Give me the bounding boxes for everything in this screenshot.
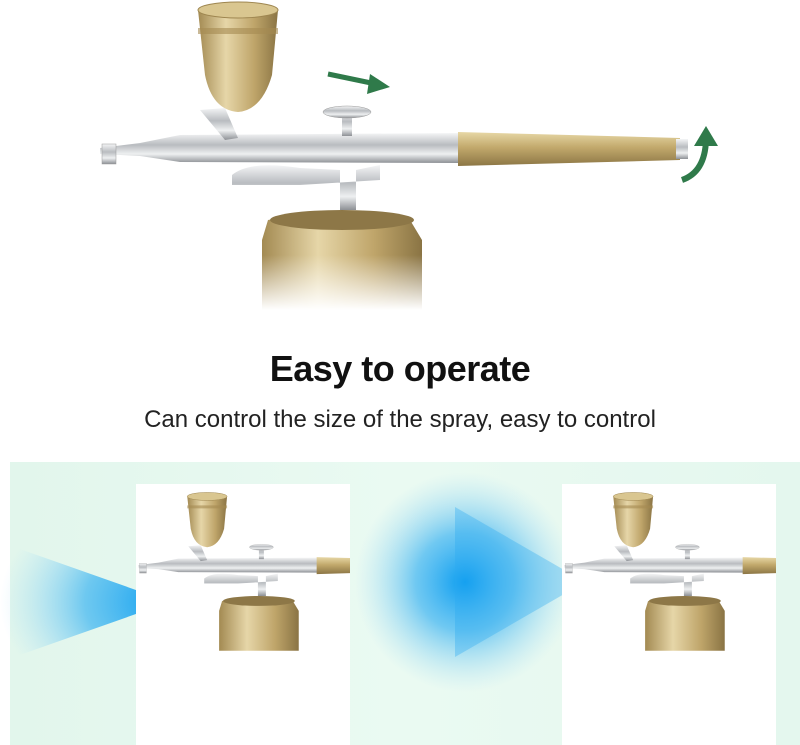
large-spray-cloud (355, 472, 585, 692)
small-spray-airbrush-image (136, 484, 350, 745)
arrow-right-icon (327, 71, 390, 94)
page-subtitle: Can control the size of the spray, easy … (144, 406, 656, 433)
page-title: Easy to operate (269, 348, 531, 389)
rotate-arrow-icon (680, 126, 718, 183)
large-spray-airbrush-image (562, 484, 776, 745)
small-spray-cloud (0, 542, 170, 662)
hero-airbrush-image (0, 0, 800, 321)
